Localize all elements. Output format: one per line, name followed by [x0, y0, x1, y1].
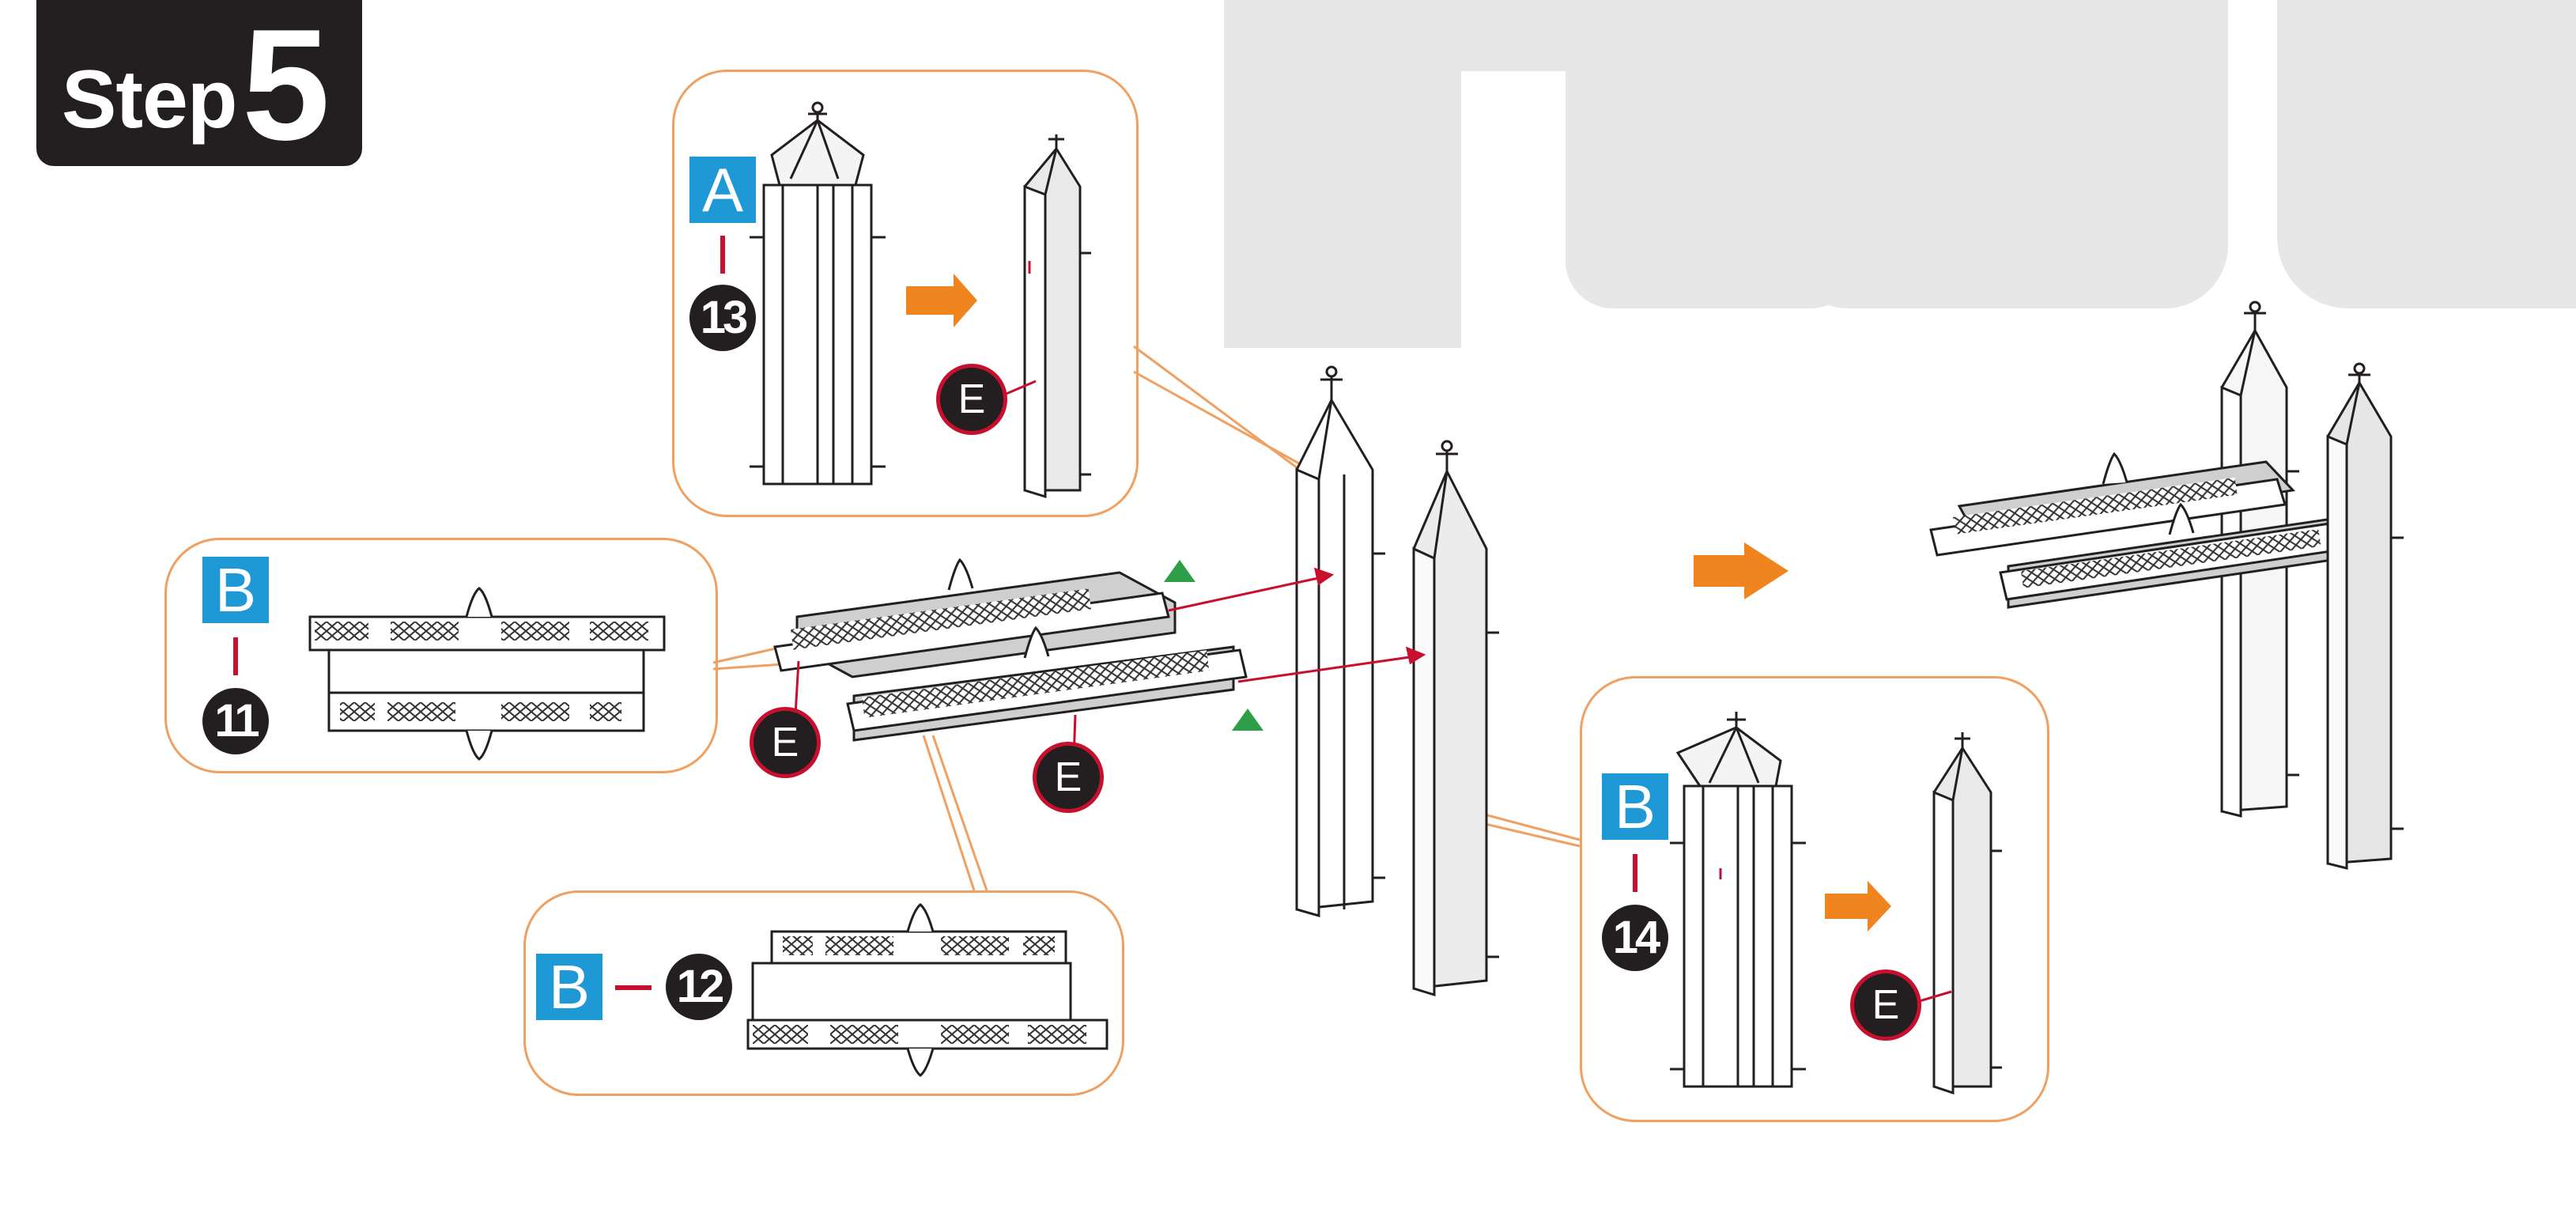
link-bar — [1633, 854, 1637, 892]
marker-e-badge: E — [1033, 742, 1104, 813]
part-sheet-badge-b: B — [202, 557, 269, 623]
part-sheet-badge-b: B — [536, 954, 602, 1020]
callout-right-flat-part — [1670, 712, 1806, 1087]
callout-top-flat-part — [750, 103, 886, 484]
part-number-badge-14: 14 — [1602, 905, 1668, 971]
link-bar — [720, 236, 725, 274]
marker-e-badge: E — [936, 364, 1007, 435]
lattice-beam-upper — [775, 560, 1175, 677]
callout-left-flat-part — [310, 588, 664, 759]
marker-e-badge: E — [750, 707, 821, 778]
callout-right-folded-part — [1909, 732, 2002, 1093]
link-bar — [233, 637, 238, 675]
next-arrow-icon — [1694, 542, 1788, 599]
part-number-badge-12: 12 — [666, 954, 732, 1020]
marker-e-badge: E — [1850, 969, 1921, 1041]
part-sheet-badge-b: B — [1602, 773, 1668, 840]
result-assembly — [1931, 302, 2404, 868]
next-arrow-icon — [1825, 881, 1891, 932]
callout-bottom-flat-part — [748, 905, 1107, 1075]
part-number-badge-11: 11 — [202, 688, 269, 754]
link-bar — [615, 985, 652, 990]
part-number-badge-13: 13 — [689, 285, 756, 351]
triangle-marker-icon — [1164, 560, 1263, 731]
callout-top-folded-part — [1003, 134, 1091, 497]
tower-pillar-left — [1297, 367, 1385, 916]
tower-pillar-right — [1414, 441, 1499, 995]
next-arrow-icon — [906, 274, 977, 327]
part-sheet-badge-a: A — [689, 157, 756, 223]
